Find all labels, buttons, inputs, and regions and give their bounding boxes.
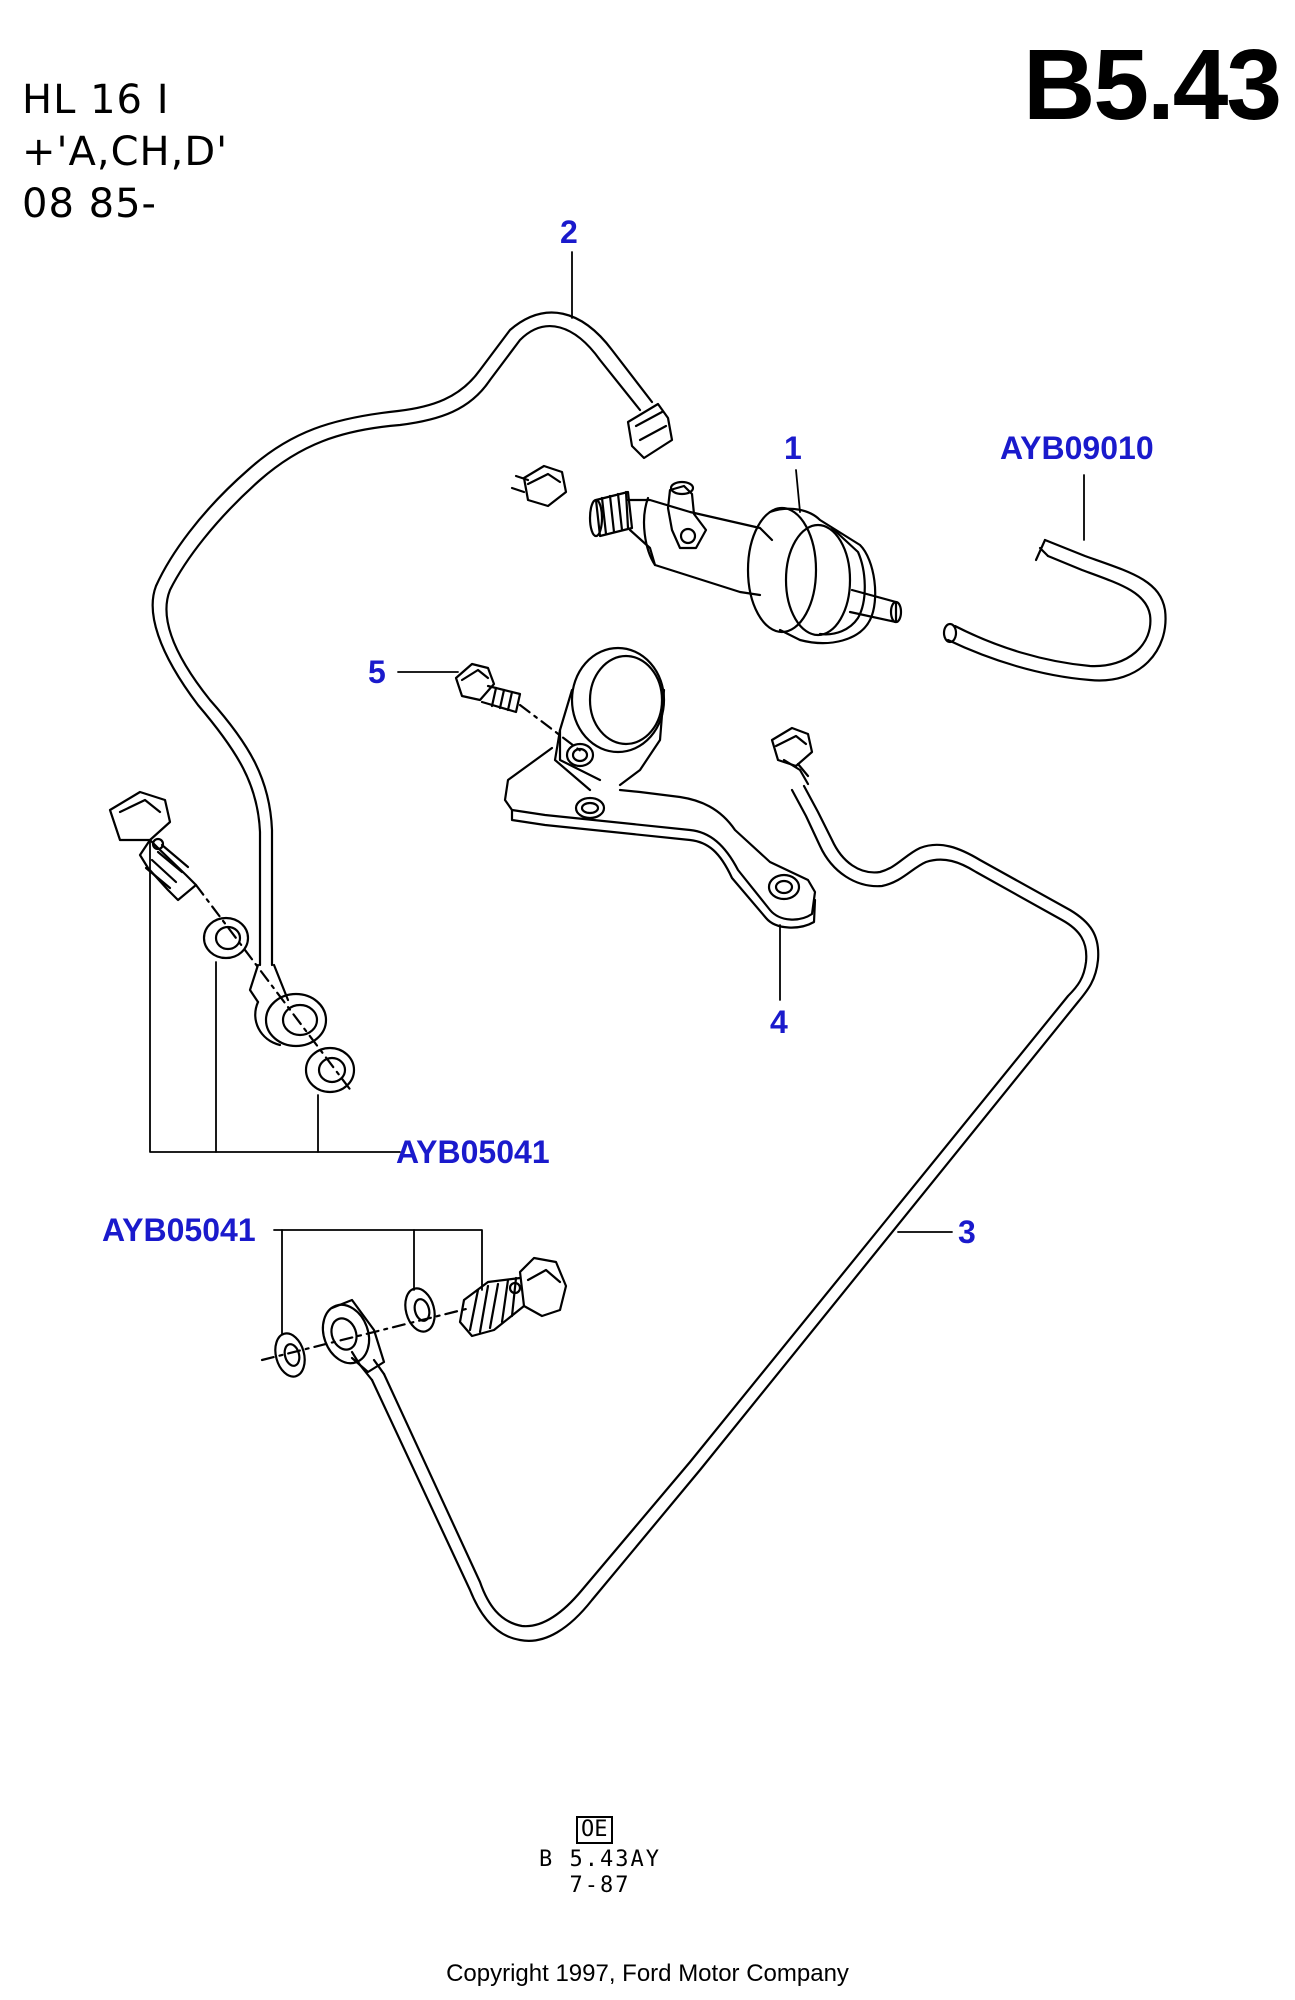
callout-2[interactable]: 2 bbox=[560, 214, 578, 250]
mounting-bracket-4 bbox=[503, 646, 817, 929]
pressure-regulator-1 bbox=[510, 464, 903, 645]
drawing-code: B 5.43AY bbox=[539, 1847, 661, 1872]
model-code-line-2: +'A,CH,D' bbox=[22, 129, 229, 175]
page-number: B5.43 bbox=[1023, 29, 1282, 141]
sealing-washer-upper-2 bbox=[304, 1046, 356, 1094]
drawing-date: 7-87 bbox=[569, 1873, 631, 1898]
ref-washers-upper[interactable]: AYB05041 bbox=[396, 1134, 550, 1170]
callout-4[interactable]: 4 bbox=[770, 1004, 788, 1040]
leader-ayb05041-upper bbox=[149, 841, 401, 1153]
ref-vacuum-hose[interactable]: AYB09010 bbox=[1000, 430, 1154, 466]
callout-1[interactable]: 1 bbox=[784, 430, 802, 466]
bolt-5 bbox=[454, 662, 522, 714]
banjo-bolt-upper bbox=[108, 790, 198, 902]
copyright-notice: Copyright 1997, Ford Motor Company bbox=[446, 1960, 849, 1987]
leader-ayb05041-lower bbox=[273, 1229, 483, 1335]
oe-box: OE bbox=[576, 1816, 613, 1844]
callout-3[interactable]: 3 bbox=[958, 1214, 976, 1250]
ref-washers-lower[interactable]: AYB05041 bbox=[102, 1212, 256, 1248]
vacuum-hose bbox=[942, 538, 1167, 682]
model-code-line-3: 08 85- bbox=[22, 181, 157, 227]
fuel-pipe-2 bbox=[151, 311, 674, 1048]
model-code-line-1: HL 16 I bbox=[22, 77, 170, 123]
fuel-pipe-3 bbox=[321, 726, 1100, 1642]
callout-leaders bbox=[397, 251, 1085, 1233]
banjo-bolt-lower bbox=[458, 1256, 568, 1338]
sealing-washer-upper-1 bbox=[202, 916, 250, 960]
sealing-washer-lower-2 bbox=[404, 1287, 436, 1333]
callout-5[interactable]: 5 bbox=[368, 654, 386, 690]
sealing-washer-lower-1 bbox=[274, 1332, 306, 1378]
